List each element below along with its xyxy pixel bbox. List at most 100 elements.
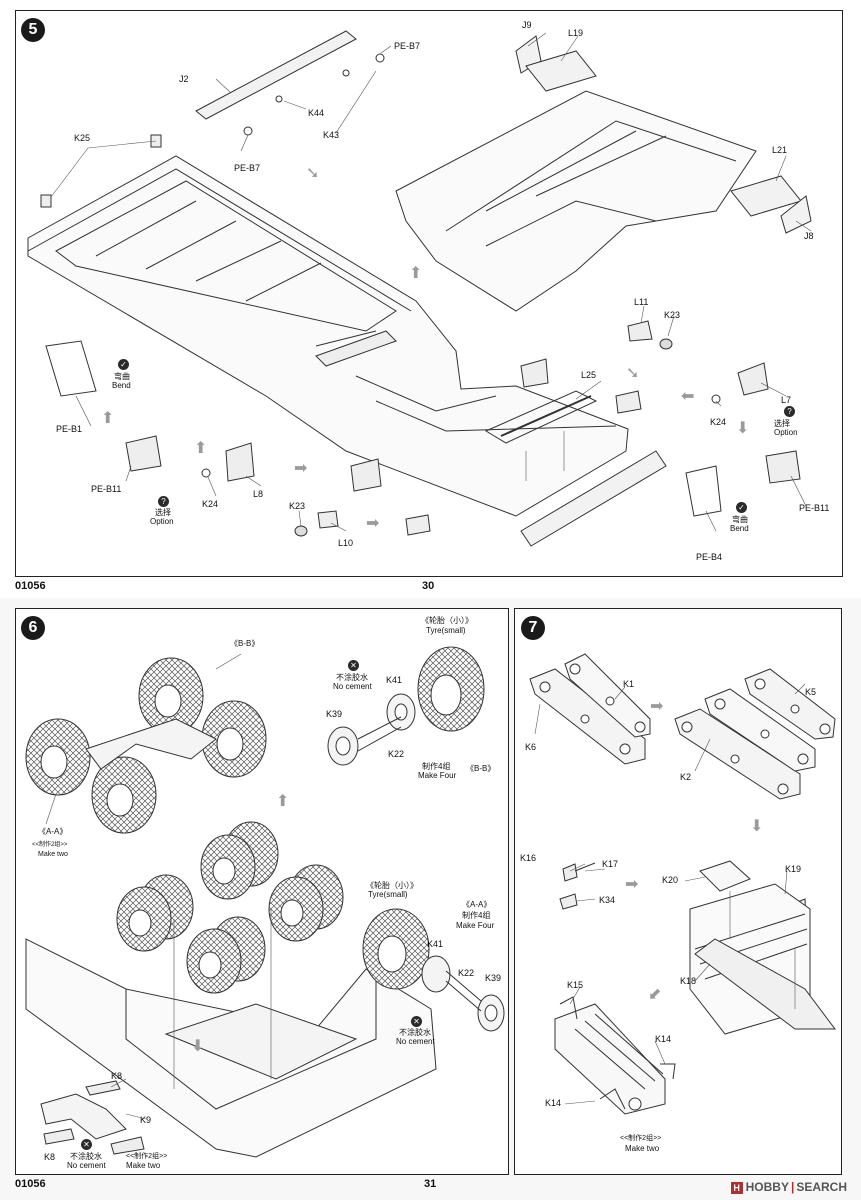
no-cement-cn: 不涂胶水	[336, 673, 368, 682]
label-k6: K6	[525, 742, 537, 752]
step-5-drawing	[27, 30, 812, 547]
arrow-icon: ⬆	[101, 410, 115, 427]
label-k25: K25	[74, 133, 91, 143]
label-k14: K14	[655, 1034, 672, 1044]
label-k15: K15	[567, 980, 584, 990]
label-aa: 《A-A》	[38, 827, 68, 836]
arrow-icon: ⬆	[409, 265, 423, 282]
tyre-small-cn: 《轮胎（小）》	[421, 616, 473, 625]
bend-cn: 弯曲	[114, 372, 130, 381]
label-l7: L7	[781, 395, 792, 405]
label-k16: K16	[520, 853, 537, 863]
label-pe-b7: PE-B7	[394, 41, 421, 51]
make-four-cn: 制作4组	[462, 911, 491, 920]
arrow-icon: ⬋	[648, 986, 662, 1003]
footer-code: 01056	[15, 1178, 46, 1190]
bend-en: Bend	[730, 524, 749, 533]
label-j8: J8	[804, 231, 814, 241]
label-k8: K8	[44, 1152, 56, 1162]
bend-cn: 弯曲	[732, 515, 748, 524]
label-k1: K1	[623, 679, 635, 689]
arrow-icon: ⬅	[681, 388, 695, 405]
bend-icon: ✓	[736, 502, 747, 513]
label-k9: K9	[140, 1115, 152, 1125]
arrow-icon: ⬆	[276, 793, 290, 810]
option-icon: ?	[784, 406, 795, 417]
arrow-icon: ➡	[294, 460, 308, 477]
arrow-icon: ➘	[306, 165, 320, 182]
label-j9: J9	[522, 20, 532, 30]
arrow-icon: ⬇	[191, 1038, 205, 1055]
label-k39: K39	[326, 709, 343, 719]
label-bb: 《B-B》	[230, 639, 260, 648]
part-l8	[225, 442, 255, 482]
step-number-7: 7	[521, 616, 545, 640]
label-l8: L8	[253, 489, 264, 499]
label-k44: K44	[308, 108, 325, 118]
no-cement-cn: 不涂胶水	[70, 1152, 102, 1161]
make-two-cn: <<制作2组>>	[32, 842, 68, 848]
option-cn: 选择	[155, 508, 171, 517]
part-pe-b11-left	[125, 435, 162, 472]
arrow-icon: ➡	[366, 515, 380, 532]
part-l7	[737, 362, 769, 396]
step-number-6: 6	[21, 616, 45, 640]
step-6-frame: 6	[15, 608, 509, 1175]
part-l11	[627, 320, 653, 342]
no-cement-en: No cement	[333, 682, 372, 691]
footer-code: 01056	[15, 580, 46, 592]
make-two-en: Make two	[625, 1144, 660, 1153]
make-four-en: Make Four	[456, 921, 495, 930]
tyre-small-en: Tyre(small)	[368, 890, 408, 899]
part-l19	[525, 50, 597, 92]
label-k18: K18	[680, 976, 697, 986]
no-cement-cn: 不涂胶水	[399, 1028, 431, 1037]
bend-en: Bend	[112, 381, 131, 390]
label-k22: K22	[388, 749, 405, 759]
label-k14: K14	[545, 1098, 562, 1108]
arrow-icon: ⬇	[750, 818, 764, 835]
label-aa: 《A-A》	[462, 900, 492, 909]
label-l25: L25	[581, 370, 597, 380]
option-cn: 选择	[774, 419, 790, 428]
label-k17: K17	[602, 859, 619, 869]
tyre-small-cn: 《轮胎（小）》	[366, 881, 418, 890]
label-k39: K39	[485, 973, 502, 983]
step-7-frame: 7	[514, 608, 842, 1175]
step-6-drawing	[25, 646, 505, 1158]
page-number: 30	[422, 580, 435, 592]
label-k23: K23	[289, 501, 306, 511]
hobby-search-logo-icon: H	[730, 1181, 743, 1194]
option-icon: ?	[158, 496, 169, 507]
page-30: 5	[0, 0, 861, 598]
no-cement-icon: ✕	[81, 1139, 92, 1150]
make-two-en: Make two	[126, 1161, 161, 1170]
page-31: 6	[0, 598, 861, 1200]
page-number: 31	[424, 1178, 437, 1190]
arrow-icon: ➡	[650, 698, 664, 715]
label-bb: 《B-B》	[466, 764, 496, 773]
label-pe-b11: PE-B11	[91, 484, 122, 494]
label-pe-b1: PE-B1	[56, 424, 83, 434]
label-k34: K34	[599, 895, 616, 905]
make-two-cn: <<制作2组>>	[620, 1135, 662, 1142]
label-k5: K5	[805, 687, 817, 697]
label-k24: K24	[710, 417, 727, 427]
label-k19: K19	[785, 864, 802, 874]
label-k43: K43	[323, 130, 340, 140]
option-en: Option	[774, 428, 798, 437]
label-k8: K8	[111, 1071, 123, 1081]
option-en: Option	[150, 517, 174, 526]
make-four-cn: 制作4组	[422, 762, 451, 771]
step-7-drawing	[529, 653, 836, 1115]
label-k2: K2	[680, 772, 692, 782]
label-pe-b11: PE-B11	[799, 503, 830, 513]
part-pe-b11-right	[765, 450, 801, 484]
label-k24: K24	[202, 499, 219, 509]
part-pe-b1	[45, 340, 97, 397]
part-pe-b4	[685, 465, 722, 517]
chassis-frame	[27, 155, 629, 517]
label-l19: L19	[568, 28, 584, 38]
arrow-icon: ➘	[626, 365, 640, 382]
